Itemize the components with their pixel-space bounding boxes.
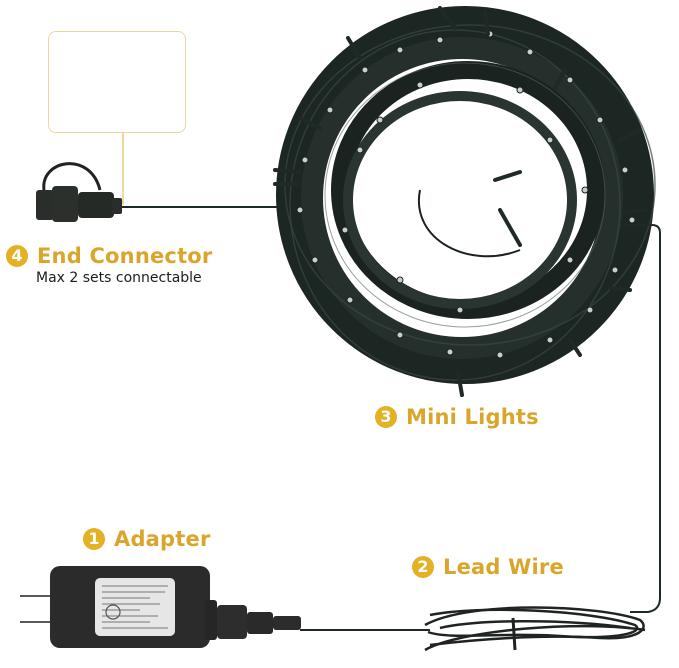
power-adapter-icon [20,566,301,648]
number-badge: 4 [6,245,28,267]
label-mini-lights: 3 Mini Lights [375,405,539,429]
coiled-lead-wire-icon [424,606,646,652]
label-adapter: 1 Adapter [83,527,211,551]
number-badge: 3 [375,406,397,428]
mini-lights-coil-icon [273,6,656,397]
end-connector-detail-inset [48,31,186,133]
end-connector-icon [36,162,122,222]
number-badge: 2 [412,556,434,578]
number-badge: 1 [83,528,105,550]
label-title: Lead Wire [443,555,564,579]
label-title: End Connector [37,244,213,268]
label-title: Adapter [114,527,211,551]
lead-wire-path [625,224,661,613]
label-end-connector: 4 End Connector [6,244,213,268]
label-title: Mini Lights [406,405,539,429]
label-lead-wire: 2 Lead Wire [412,555,564,579]
label-end-connector-caption: Max 2 sets connectable [36,270,202,286]
